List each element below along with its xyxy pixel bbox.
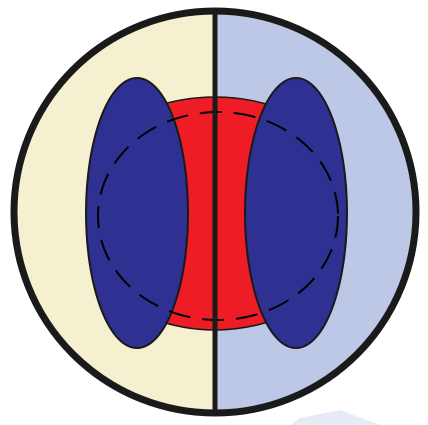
reflection-shadow bbox=[290, 410, 380, 425]
left-lobe bbox=[86, 78, 188, 348]
right-lobe bbox=[245, 78, 347, 348]
